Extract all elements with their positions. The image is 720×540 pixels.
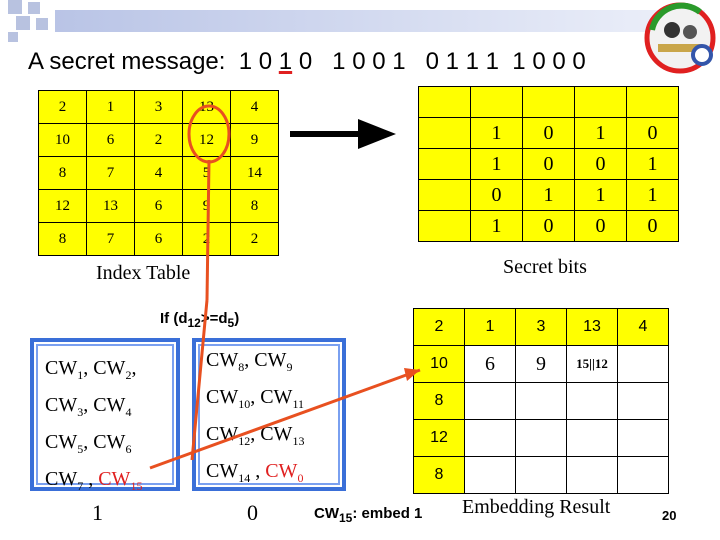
table-cell [566,456,618,494]
codeword-group-left [30,338,180,491]
result-table-row: 12 [413,419,669,457]
codeword-group-right [192,338,346,491]
table-cell: 6 [134,222,183,256]
table-cell: 1 [470,210,523,242]
table-cell: 0 [626,117,679,149]
table-cell: 9 [230,123,279,157]
table-cell [617,345,669,383]
result-table-row: 8 [413,456,669,494]
table-cell: 1 [86,90,135,124]
table-cell: 2 [38,90,87,124]
table-cell [515,419,567,457]
embedding-result-label: Embedding Result [462,496,611,518]
table-cell: 12 [413,419,465,457]
table-cell: 3 [515,308,567,346]
table-cell: 9 [515,345,567,383]
table-cell: 6 [464,345,516,383]
header-decoration [8,0,22,14]
table-cell: 1 [464,308,516,346]
table-cell [464,382,516,420]
table-cell [566,419,618,457]
table-cell: 4 [617,308,669,346]
table-cell: 8 [38,222,87,256]
secret-table-row [418,86,679,118]
logo-emblem [644,2,716,74]
codeword-line: CW7 , CW15 [45,468,143,493]
header-decoration [36,18,48,30]
table-cell [515,456,567,494]
right-arrow [290,119,396,149]
table-cell: 1 [626,179,679,211]
table-cell: 0 [522,117,575,149]
codeword-line: CW12, CW13 [206,423,305,448]
page-number: 20 [662,508,677,523]
secret-bits-label: Secret bits [503,256,587,278]
table-cell [617,456,669,494]
table-cell: 2 [134,123,183,157]
codeword-line: CW3, CW4 [45,394,132,419]
table-cell: 1 [470,148,523,180]
index-table: 2131341062129874514121369887622 [38,90,279,256]
header-decoration [16,16,30,30]
codeword-line: CW5, CW6 [45,431,132,456]
table-cell [617,382,669,420]
table-cell: 4 [230,90,279,124]
codeword-line: CW8, CW9 [206,349,293,374]
table-cell: 8 [413,456,465,494]
left-group-bit: 1 [92,500,103,525]
codeword-line: CW14 , CW0 [206,460,304,485]
table-cell: 2 [230,222,279,256]
table-cell: 10 [38,123,87,157]
table-cell: 0 [626,210,679,242]
codeword-line: CW1, CW2, [45,357,137,382]
table-cell [464,419,516,457]
table-cell: 10 [413,345,465,383]
table-cell: 0 [574,148,627,180]
embed-note: CW15: embed 1 [314,505,423,525]
result-table-row: 8 [413,382,669,420]
table-cell [418,210,471,242]
right-group-bit: 0 [247,500,258,525]
table-cell: 3 [134,90,183,124]
highlighted-bit: 1 [278,48,293,75]
table-cell [418,86,471,118]
table-cell: 15||12 [566,345,618,383]
table-cell: 6 [134,189,183,223]
header-decoration [8,32,18,42]
condition-text: If (d12>=d5) [160,310,240,330]
index-table-row: 87622 [38,222,279,256]
table-cell [574,86,627,118]
header-decoration [28,2,40,14]
table-cell: 0 [574,210,627,242]
table-cell: 7 [86,156,135,190]
index-table-label: Index Table [96,262,191,284]
page-title: A secret message: 1 0 1 0 1 0 0 1 0 1 1 … [28,48,586,75]
codeword-line: CW10, CW11 [206,386,304,411]
header-bar [55,10,705,32]
table-cell [566,382,618,420]
table-cell: 8 [413,382,465,420]
